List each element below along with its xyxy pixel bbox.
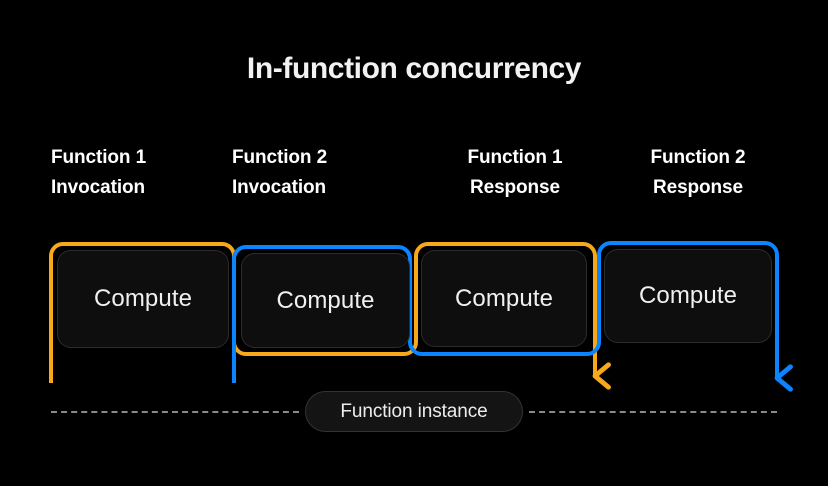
compute-label: Compute	[454, 284, 554, 312]
orange-flow-path	[49, 242, 611, 390]
label-line-2: Invocation	[232, 177, 327, 198]
lifeline-dashed-left	[51, 411, 299, 413]
label-line-1: Function 1	[51, 147, 147, 168]
label-function-2-response: Function 2 Response	[612, 143, 784, 203]
compute-box-2: Compute	[241, 253, 410, 348]
compute-box-3: Compute	[421, 250, 587, 347]
page-title: In-function concurrency	[246, 52, 582, 85]
label-line-2: Response	[469, 177, 560, 198]
compute-label: Compute	[93, 285, 193, 312]
label-function-2-invocation: Function 2 Invocation	[232, 143, 327, 203]
compute-label: Compute	[638, 282, 738, 309]
label-function-1-response: Function 1 Response	[429, 143, 601, 203]
label-line-2: Response	[652, 177, 743, 198]
function-instance-label: Function instance	[340, 400, 488, 422]
label-function-1-invocation: Function 1 Invocation	[51, 143, 146, 203]
label-line-1: Function 2	[650, 147, 746, 168]
compute-box-1: Compute	[57, 250, 229, 348]
label-line-1: Function 1	[467, 147, 563, 168]
blue-flow-path	[232, 241, 793, 392]
lifeline-dashed-right	[529, 411, 777, 413]
function-instance-pill: Function instance	[305, 391, 523, 432]
label-line-1: Function 2	[232, 147, 328, 168]
label-line-2: Invocation	[51, 177, 146, 198]
compute-box-4: Compute	[604, 249, 772, 343]
compute-label: Compute	[276, 286, 375, 314]
